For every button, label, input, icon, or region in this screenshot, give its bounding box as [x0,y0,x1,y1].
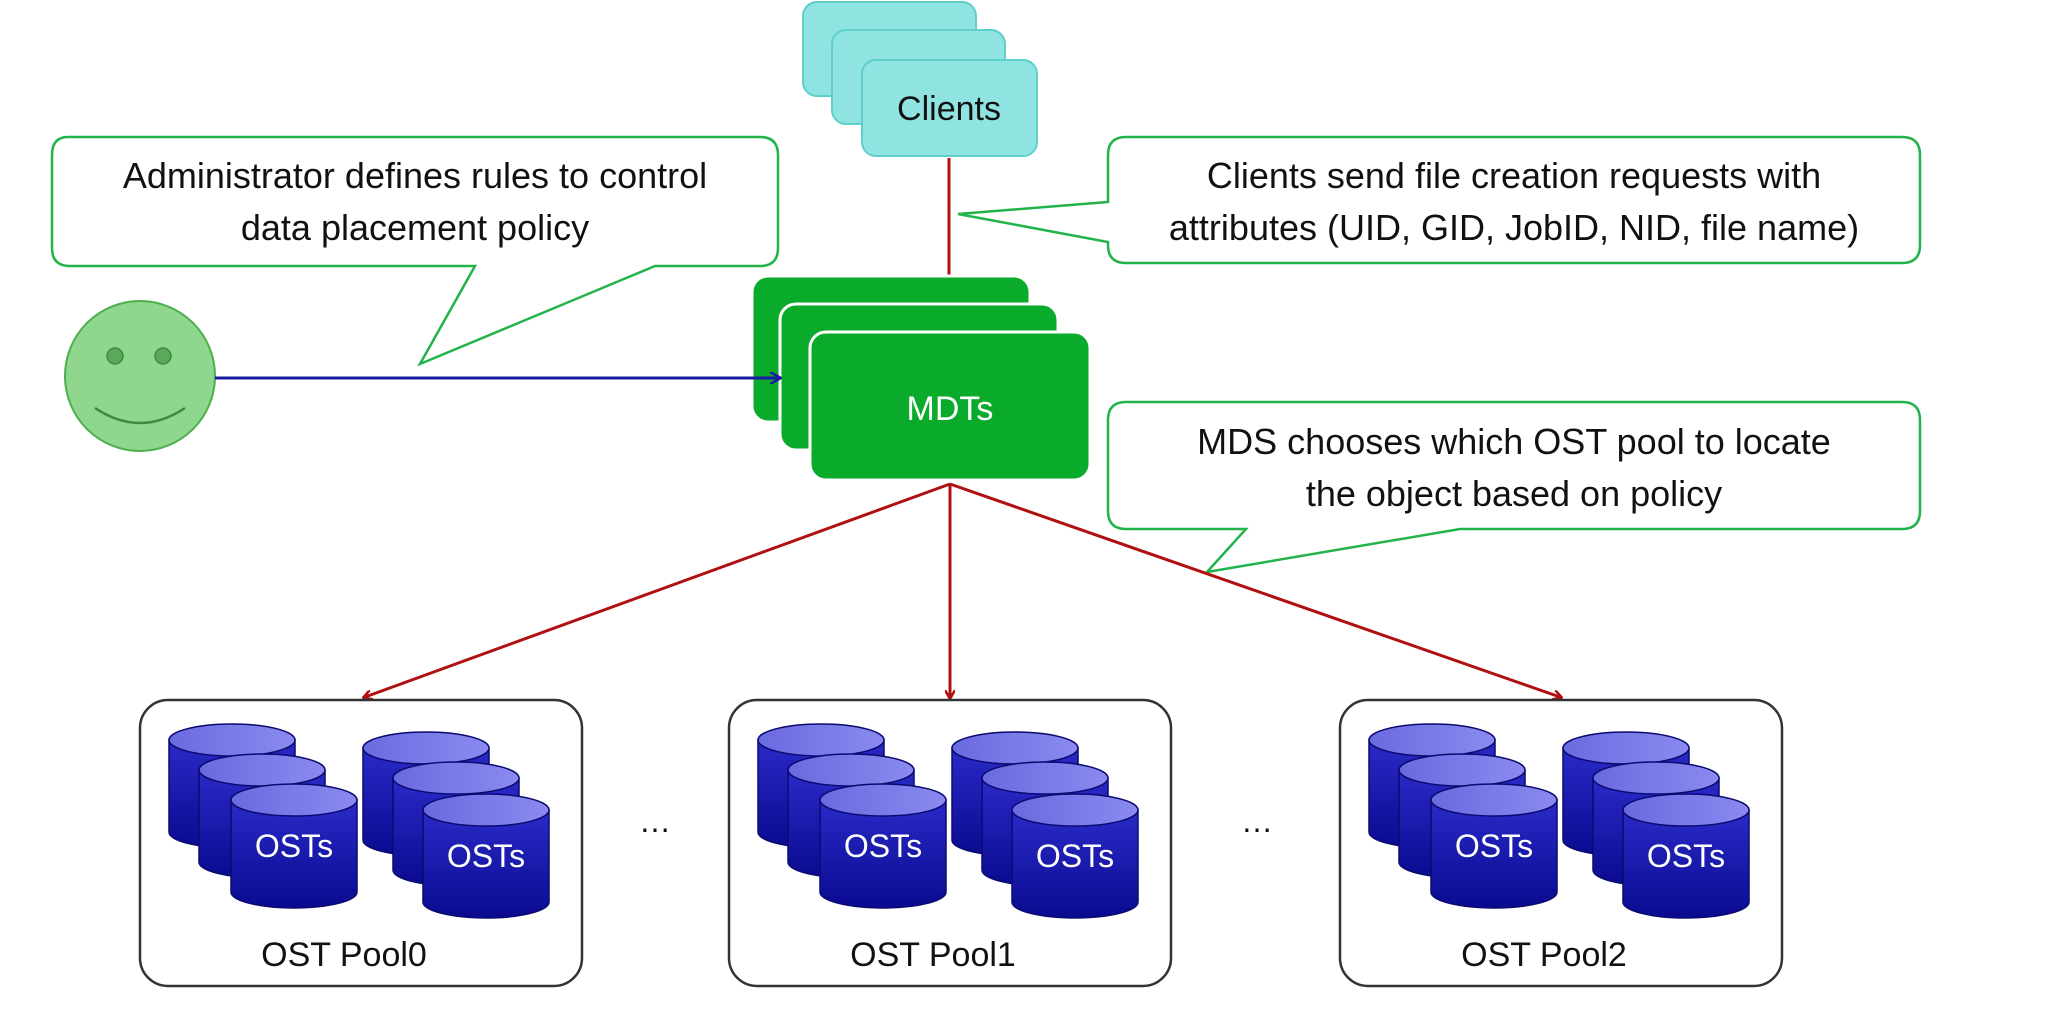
ellipsis-2: … [1241,803,1273,839]
mdts-label: MDTs [907,390,994,428]
cylinder-disk-icon: OSTs [819,783,947,909]
osts-label: OSTs [1036,838,1114,874]
callout-admin-line1: Administrator defines rules to control [123,155,707,196]
callout-clients-line2: attributes (UID, GID, JobID, NID, file n… [1169,207,1859,248]
cylinder-disk-icon: OSTs [422,793,550,919]
ellipsis-1: … [639,803,671,839]
pool-name: OST Pool2 [1461,936,1627,974]
osts-label: OSTs [447,838,525,874]
clients-label: Clients [897,90,1001,128]
cylinder-disk-icon: OSTs [1622,793,1750,919]
osts-label: OSTs [1647,838,1725,874]
mdts-to-pool0-arrow [365,482,951,697]
cylinder-disk-icon: OSTs [1011,793,1139,919]
cylinder-disk-icon: OSTs [1430,783,1558,909]
callout-mds-line1: MDS chooses which OST pool to locate [1197,421,1831,462]
callout-clients: Clients send file creation requests with… [957,135,1922,265]
callout-admin: Administrator defines rules to control d… [50,135,780,367]
callout-admin-line2: data placement policy [241,207,589,248]
osts-label: OSTs [1455,828,1533,864]
mdts-to-pool2-arrow [949,482,1560,697]
pool-name: OST Pool0 [261,936,427,974]
osts-label: OSTs [844,828,922,864]
cylinder-disk-icon: OSTs [230,783,358,909]
callout-mds: MDS chooses which OST pool to locate the… [1106,400,1922,574]
smiley-face-icon [64,300,216,452]
callout-clients-line1: Clients send file creation requests with [1207,155,1821,196]
pool-name: OST Pool1 [850,936,1016,974]
clients-node: Clients [802,1,1038,157]
mdts-node: MDTs [750,274,1092,482]
callout-mds-line2: the object based on policy [1306,473,1722,514]
osts-label: OSTs [255,828,333,864]
